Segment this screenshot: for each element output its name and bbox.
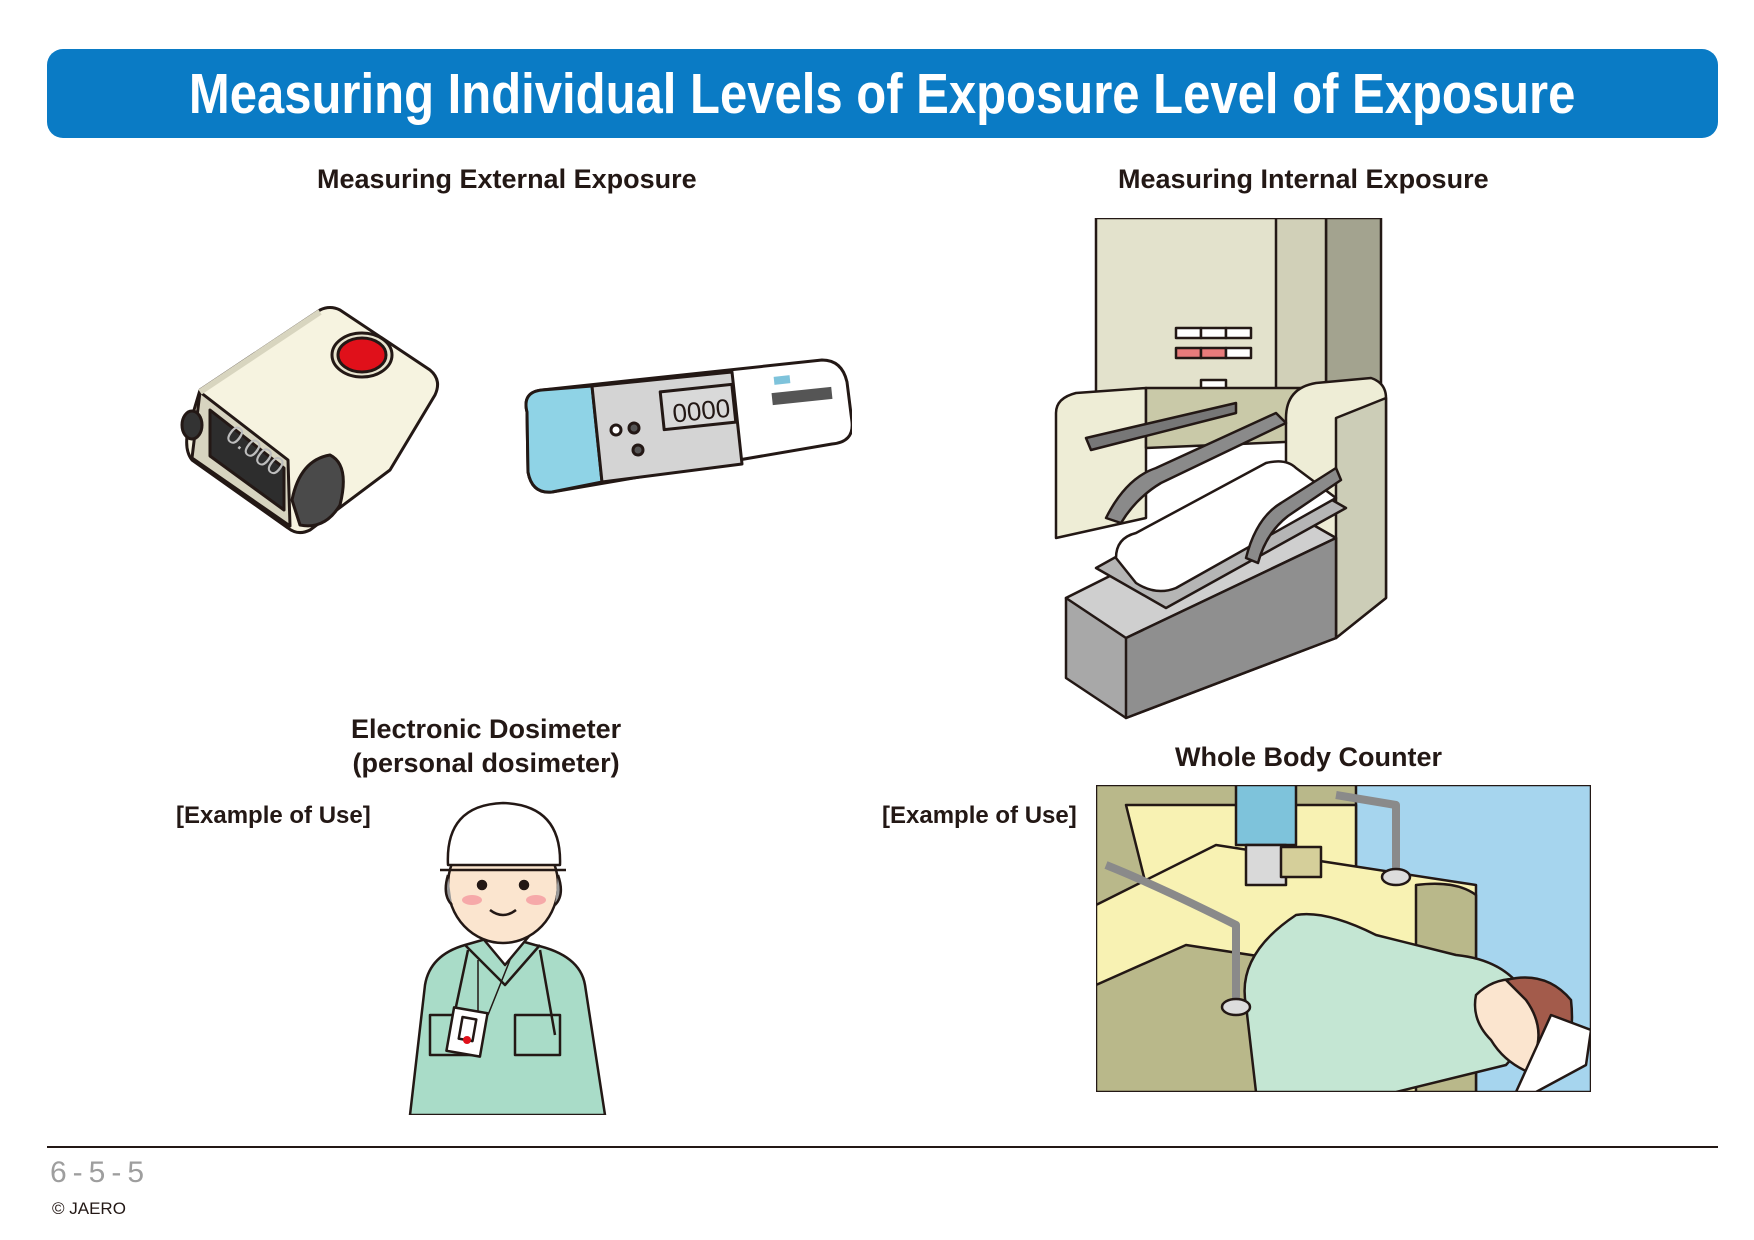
external-exposure-heading: Measuring External Exposure [317, 164, 697, 194]
pen-dosimeter-display: 0000 [671, 393, 732, 429]
pen-dosimeter-illustration: 0000 [524, 358, 852, 494]
whole-body-counter-in-use-illustration [1096, 785, 1591, 1092]
external-example-label: [Example of Use] [176, 802, 371, 829]
electronic-dosimeter-label: Electronic Dosimeter (personal dosimeter… [351, 712, 621, 780]
title-banner: Measuring Individual Levels of Exposure … [47, 49, 1718, 138]
internal-example-label: [Example of Use] [882, 802, 1077, 829]
electronic-dosimeter-label-text: Electronic Dosimeter (personal dosimeter… [351, 714, 622, 778]
copyright: © JAERO [52, 1199, 126, 1218]
footer-rule [47, 1146, 1718, 1148]
worker-with-dosimeter-illustration [408, 801, 607, 1115]
pocket-dosimeter-illustration: 0.000 [180, 306, 440, 535]
internal-exposure-heading: Measuring Internal Exposure [1118, 164, 1489, 194]
page-title: Measuring Individual Levels of Exposure … [189, 61, 1576, 126]
whole-body-counter-machine-illustration [1054, 218, 1388, 720]
page-number: 6-5-5 [50, 1156, 151, 1189]
whole-body-counter-label: Whole Body Counter [1175, 742, 1442, 772]
